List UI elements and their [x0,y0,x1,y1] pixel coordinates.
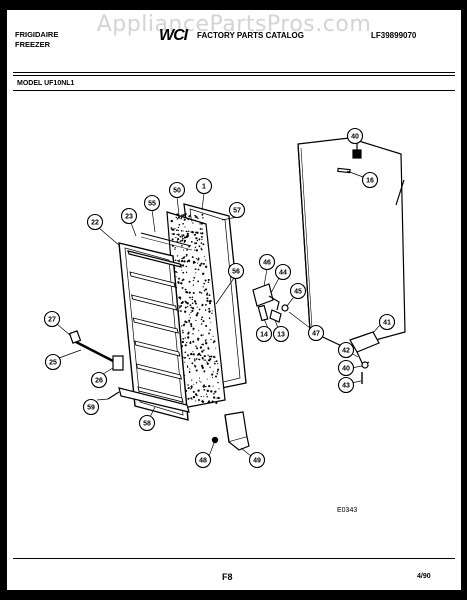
model-number: MODEL UF10NL1 [17,80,75,87]
callout-40: 40 [346,127,364,145]
svg-text:59: 59 [87,405,95,412]
svg-text:40: 40 [342,366,350,373]
door-edge-marker [395,179,405,206]
exploded-view-diagram: 40 16 1 50 55 57 23 22 46 44 45 56 14 13 47 41 42 40 43 27 2… [43,127,406,469]
callout-41: 41 [378,313,396,331]
svg-text:22: 22 [91,220,99,227]
callout-22: 22 [86,213,104,231]
catalog-title: FACTORY PARTS CATALOG [197,31,304,40]
callout-45: 45 [289,282,307,300]
trim-strip-top [140,232,192,247]
svg-text:1: 1 [202,184,206,191]
callout-43: 43 [337,376,355,394]
svg-text:25: 25 [49,360,57,367]
lower-hinge-parts [349,331,380,384]
callout-16: 16 [361,171,379,189]
footer-rule [13,558,455,559]
svg-text:50: 50 [173,188,181,195]
callout-46: 46 [258,253,276,271]
inner-door-liner [118,242,189,421]
callout-49: 49 [248,451,266,469]
svg-text:23: 23 [125,214,133,221]
brand-block: FRIGIDAIRE FREEZER [15,30,58,50]
bottom-bracket [224,411,250,451]
callout-57: 57 [228,201,246,219]
svg-text:40: 40 [351,134,359,141]
door-handle [68,330,124,371]
svg-text:56: 56 [232,269,240,276]
wci-logo: WCI [159,27,188,44]
brand-name: FRIGIDAIRE [15,30,59,39]
callout-56: 56 [227,262,245,280]
svg-text:43: 43 [342,383,350,390]
svg-text:27: 27 [48,317,56,324]
revision-date: 4/90 [417,573,431,580]
callout-27: 27 [43,310,61,328]
upper-hinge-parts [252,283,289,323]
callout-50: 50 [168,181,186,199]
callout-42: 42 [337,341,355,359]
svg-text:42: 42 [342,348,350,355]
header-rule-lower [13,75,455,76]
svg-text:58: 58 [143,421,151,428]
page-label: F8 [222,572,233,582]
callout-47: 47 [307,324,325,342]
bracket-screw [211,436,219,444]
callout-13: 13 [272,325,290,343]
svg-text:44: 44 [279,270,287,277]
product-type: FREEZER [15,40,51,49]
model-rule [13,90,455,91]
callout-23: 23 [120,207,138,225]
svg-text:45: 45 [294,289,302,296]
svg-text:16: 16 [366,178,374,185]
callout-55: 55 [143,194,161,212]
callout-25: 25 [44,353,62,371]
svg-text:46: 46 [263,260,271,267]
callout-14: 14 [255,325,273,343]
svg-text:41: 41 [383,320,391,327]
watermark: AppliancePartsPros.com [96,12,372,37]
svg-text:14: 14 [260,332,268,339]
catalog-number: LF39899070 [371,31,417,40]
callout-59: 59 [82,398,100,416]
svg-text:13: 13 [277,332,285,339]
svg-text:26: 26 [95,378,103,385]
figure-id: E0343 [337,507,358,514]
header-rule [13,72,455,73]
svg-text:49: 49 [253,458,261,465]
svg-text:48: 48 [199,458,207,465]
parts-sheet: AppliancePartsPros.com FRIGIDAIRE FREEZE… [7,10,461,590]
leader-lines [56,143,381,457]
callout-44: 44 [274,263,292,281]
svg-text:55: 55 [148,201,156,208]
svg-text:57: 57 [233,208,241,215]
svg-text:47: 47 [312,331,320,338]
callout-40: 40 [337,359,355,377]
callout-26: 26 [90,371,108,389]
callout-48: 48 [194,451,212,469]
bottom-trim [107,387,190,413]
trim-strip-top-inner [140,236,193,251]
callout-1: 1 [195,177,213,195]
callout-58: 58 [138,414,156,432]
